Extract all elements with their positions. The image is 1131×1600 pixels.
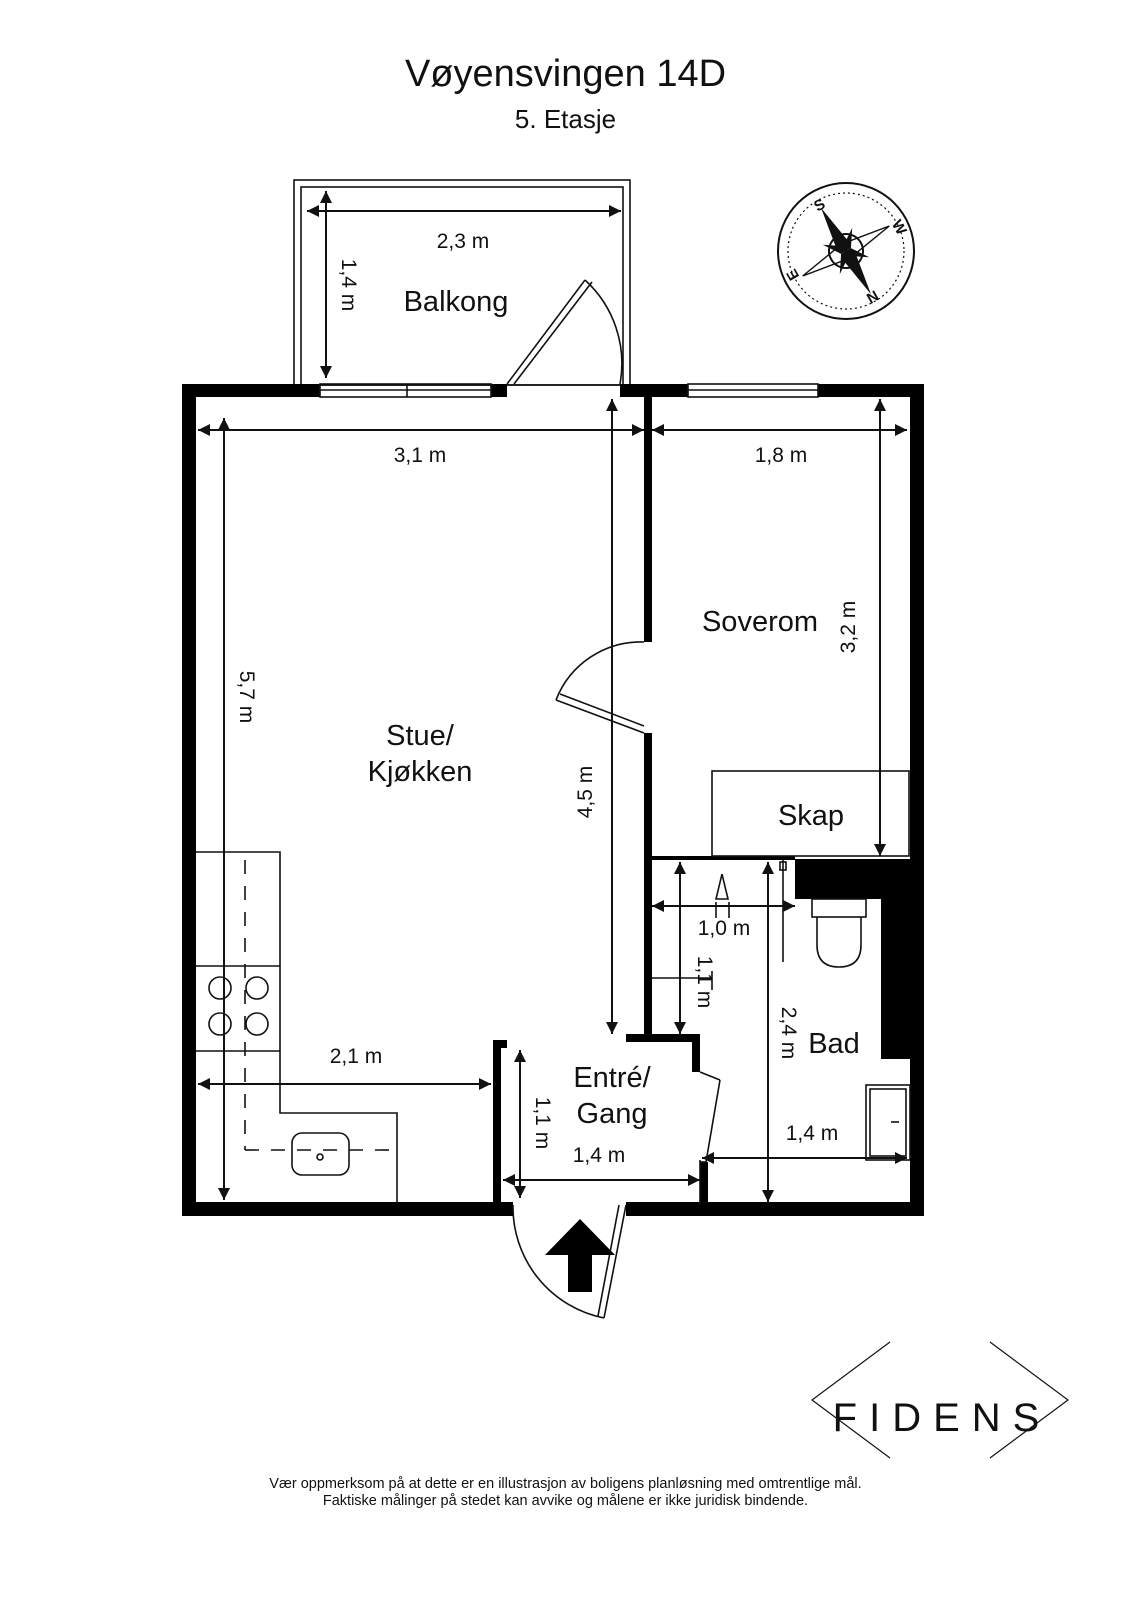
dim-entry-width: 1,4 m xyxy=(573,1144,626,1167)
compass-east: E xyxy=(783,266,803,283)
room-label-bath: Bad xyxy=(808,1028,860,1060)
room-label-closet: Skap xyxy=(778,800,844,832)
disclaimer-line-1: Vær oppmerksom på at dette er en illustr… xyxy=(269,1476,862,1492)
dim-wc-depth: 1,1 m xyxy=(693,956,716,1009)
dim-bedroom-width: 1,8 m xyxy=(755,444,808,467)
exterior-walls xyxy=(182,384,924,1216)
disclaimer-line-2: Faktiske målinger på stedet kan avvike o… xyxy=(322,1493,809,1509)
room-label-balcony: Balkong xyxy=(404,286,509,318)
room-label-living-2: Kjøkken xyxy=(368,756,473,788)
room-label-entry-1: Entré/ xyxy=(573,1062,651,1094)
compass-north: N xyxy=(863,286,881,306)
doors xyxy=(506,279,721,1319)
dim-bath-depth: 2,4 m xyxy=(777,1007,800,1060)
dim-living-inner-depth: 4,5 m xyxy=(574,766,597,819)
dim-balcony-depth: 1,4 m xyxy=(337,259,360,312)
dim-bedroom-depth: 3,2 m xyxy=(837,601,860,654)
room-label-entry-2: Gang xyxy=(577,1098,648,1130)
floor-label: 5. Etasje xyxy=(514,104,617,134)
room-label-living-1: Stue/ xyxy=(386,720,455,752)
balcony xyxy=(293,179,631,386)
fidens-logo: FIDENS xyxy=(810,1341,1070,1459)
dim-living-width: 3,1 m xyxy=(394,444,447,467)
closet-unit xyxy=(711,770,910,857)
kitchen-counter xyxy=(196,851,398,1202)
room-label-bedroom: Soverom xyxy=(702,606,818,638)
compass-rose-icon: N S W E xyxy=(777,182,915,320)
page-title: Vøyensvingen 14D xyxy=(404,53,727,95)
logo-text: FIDENS xyxy=(833,1396,1052,1440)
windows xyxy=(319,383,819,398)
entrance-arrow-icon xyxy=(545,1219,615,1292)
dim-kitchen-width: 2,1 m xyxy=(330,1045,383,1068)
dim-entry-depth: 1,1 m xyxy=(531,1097,554,1150)
dim-balcony-width: 2,3 m xyxy=(437,230,490,253)
dim-living-depth: 5,7 m xyxy=(235,671,258,724)
dim-bath-width: 1,4 m xyxy=(786,1122,839,1145)
dim-wc-width: 1,0 m xyxy=(698,917,751,940)
interior-walls xyxy=(493,397,795,1206)
dimension-lines xyxy=(198,191,907,1202)
disclaimer: Vær oppmerksom på at dette er en illustr… xyxy=(0,1476,1131,1510)
compass-south: S xyxy=(811,196,828,216)
